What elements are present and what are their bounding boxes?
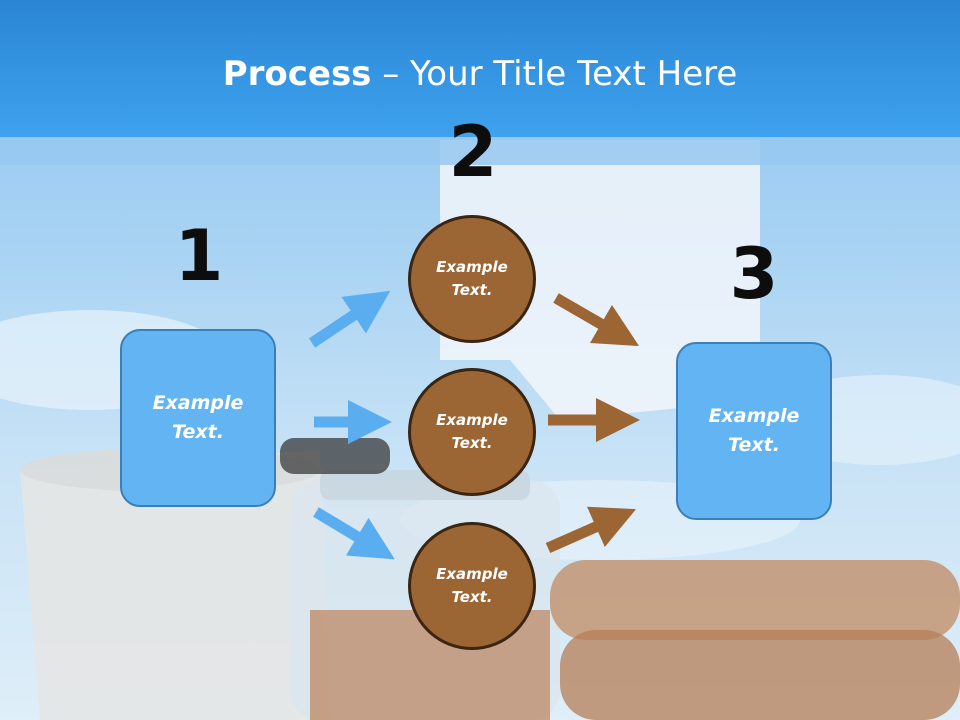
step-2-circle-text: Example Text. [436,258,508,299]
arrow-brown-down [545,506,637,554]
step-3-text: Example Text. [708,405,800,456]
title-rest: – Your Title Text Here [371,54,738,94]
step-number-2: 2 [448,111,498,193]
step-number-1: 1 [174,215,224,297]
step-1-box[interactable]: Example Text. [120,329,276,507]
step-1-text: Example Text. [152,392,244,443]
slide-title: Process – Your Title Text Here [0,52,960,96]
step-2-circle-text: Example Text. [436,565,508,606]
step-2-circle-middle[interactable]: Example Text. [408,368,536,496]
title-band [0,137,960,165]
step-3-box[interactable]: Example Text. [676,342,832,520]
step-2-circle-bottom[interactable]: Example Text. [408,522,536,650]
arrow-blue-up [308,290,391,348]
step-number-3: 3 [729,233,779,315]
step-2-circle-top[interactable]: Example Text. [408,215,536,343]
step-2-circle-text: Example Text. [436,411,508,452]
title-bold: Process [222,54,372,94]
arrow-brown-up [553,293,640,347]
arrow-blue-down [313,507,395,560]
title-bar [0,0,960,137]
